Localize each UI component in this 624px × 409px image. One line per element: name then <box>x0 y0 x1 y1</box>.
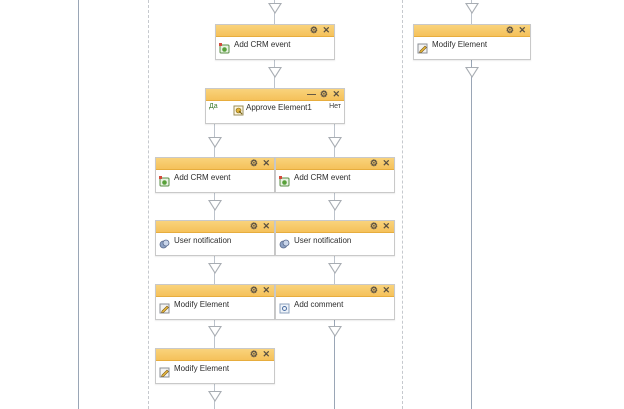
branch-yes-label: Да <box>209 103 218 110</box>
gear-icon[interactable]: ⚙ <box>249 349 258 359</box>
activity-header: ⚙ ✕ <box>156 285 274 297</box>
activity-approve-element[interactable]: — ⚙ ✕ Да Approve Element1 Нет <box>205 88 345 124</box>
left-branch-separator <box>148 0 149 409</box>
activity-header: ⚙ ✕ <box>216 25 334 37</box>
gear-icon[interactable]: ⚙ <box>369 221 378 231</box>
flow-arrow <box>268 3 282 14</box>
gear-icon[interactable]: ⚙ <box>249 221 258 231</box>
gear-icon[interactable]: ⚙ <box>505 25 514 35</box>
close-icon[interactable]: ✕ <box>382 285 390 295</box>
gear-icon[interactable]: ⚙ <box>369 285 378 295</box>
flow-arrow <box>208 137 222 148</box>
collapse-icon[interactable]: — <box>307 89 316 99</box>
activity-label: Add CRM event <box>294 173 351 182</box>
activity-add-crm-event[interactable]: ⚙ ✕ Add CRM event <box>155 157 275 193</box>
edit-icon <box>159 367 170 378</box>
close-icon[interactable]: ✕ <box>262 221 270 231</box>
activity-label: Add CRM event <box>234 40 291 49</box>
gear-icon[interactable]: ⚙ <box>319 89 328 99</box>
activity-modify-element[interactable]: ⚙ ✕ Modify Element <box>155 284 275 320</box>
close-icon[interactable]: ✕ <box>332 89 340 99</box>
flow-arrow <box>268 67 282 78</box>
crm-event-icon <box>279 176 290 187</box>
activity-modify-element[interactable]: ⚙ ✕ Modify Element <box>155 348 275 384</box>
close-icon[interactable]: ✕ <box>322 25 330 35</box>
flow-arrow <box>465 3 479 14</box>
flow-arrow <box>465 67 479 78</box>
activity-add-crm-event[interactable]: ⚙ ✕ Add CRM event <box>275 157 395 193</box>
flow-arrow <box>328 200 342 211</box>
activity-label: Modify Element <box>174 300 230 309</box>
connector <box>471 59 472 409</box>
notification-icon <box>279 239 290 249</box>
activity-add-comment[interactable]: ⚙ ✕ Add comment <box>275 284 395 320</box>
right-branch-separator <box>402 0 403 409</box>
flow-arrow <box>328 137 342 148</box>
connector <box>334 318 335 409</box>
gear-icon[interactable]: ⚙ <box>249 285 258 295</box>
activity-add-crm-event[interactable]: ⚙ ✕ Add CRM event <box>215 24 335 60</box>
activity-header: ⚙ ✕ <box>156 158 274 170</box>
close-icon[interactable]: ✕ <box>518 25 526 35</box>
flow-arrow <box>208 326 222 337</box>
activity-label: Approve Element1 <box>246 103 312 112</box>
close-icon[interactable]: ✕ <box>262 158 270 168</box>
activity-user-notification[interactable]: ⚙ ✕ User notification <box>155 220 275 256</box>
flow-arrow <box>328 326 342 337</box>
crm-event-icon <box>219 43 230 54</box>
branch-no-label: Нет <box>329 103 341 110</box>
comment-icon <box>279 303 290 314</box>
crm-event-icon <box>159 176 170 187</box>
activity-modify-element[interactable]: ⚙ ✕ Modify Element <box>413 24 531 60</box>
flow-arrow <box>208 391 222 402</box>
activity-label: Modify Element <box>174 364 230 373</box>
edit-icon <box>417 43 428 54</box>
activity-header: ⚙ ✕ <box>276 285 394 297</box>
flow-arrow <box>208 263 222 274</box>
close-icon[interactable]: ✕ <box>382 221 390 231</box>
gear-icon[interactable]: ⚙ <box>249 158 258 168</box>
left-parallel-line <box>78 0 79 409</box>
activity-header: ⚙ ✕ <box>156 221 274 233</box>
activity-label: Add CRM event <box>174 173 231 182</box>
edit-icon <box>159 303 170 314</box>
activity-label: Add comment <box>294 300 344 309</box>
activity-header: ⚙ ✕ <box>276 158 394 170</box>
gear-icon[interactable]: ⚙ <box>369 158 378 168</box>
gear-icon[interactable]: ⚙ <box>309 25 318 35</box>
activity-label: User notification <box>294 236 352 245</box>
activity-header: ⚙ ✕ <box>276 221 394 233</box>
activity-label: Modify Element <box>432 40 488 49</box>
flow-arrow <box>208 200 222 211</box>
activity-label: User notification <box>174 236 232 245</box>
flow-arrow <box>328 263 342 274</box>
activity-header: ⚙ ✕ <box>414 25 530 37</box>
close-icon[interactable]: ✕ <box>382 158 390 168</box>
activity-header: — ⚙ ✕ <box>206 89 344 101</box>
activity-user-notification[interactable]: ⚙ ✕ User notification <box>275 220 395 256</box>
notification-icon <box>159 239 170 249</box>
activity-header: ⚙ ✕ <box>156 349 274 361</box>
close-icon[interactable]: ✕ <box>262 285 270 295</box>
approve-icon <box>233 105 244 116</box>
close-icon[interactable]: ✕ <box>262 349 270 359</box>
